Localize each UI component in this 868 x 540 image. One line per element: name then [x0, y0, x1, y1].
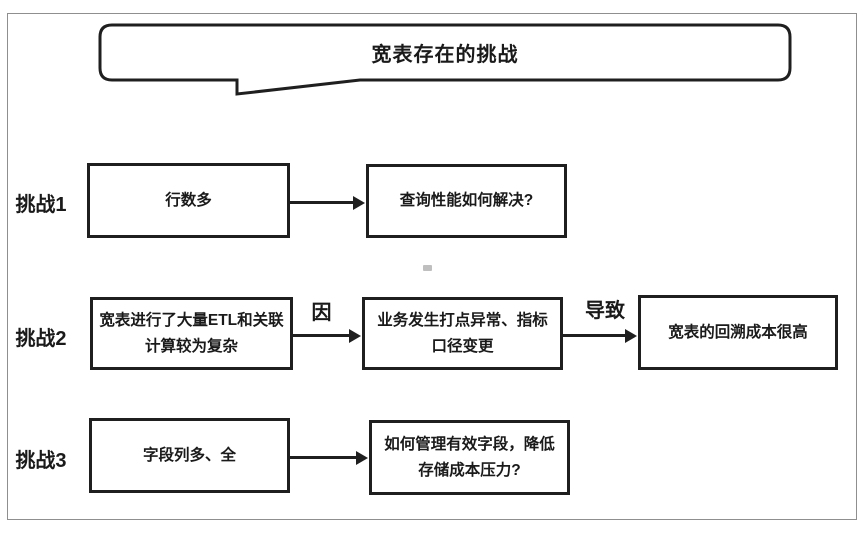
- row2-box-middle: 业务发生打点异常、指标 口径变更: [362, 297, 563, 370]
- row3-box-cause-text: 字段列多、全: [142, 446, 236, 464]
- row2-box-result-text: 宽表的回溯成本很高: [668, 323, 808, 341]
- row2-box-cause-line2: 计算较为复杂: [144, 337, 238, 355]
- row1-arrow: [290, 195, 365, 210]
- row2-box-cause-line1: 宽表进行了大量ETL和关联: [99, 311, 284, 329]
- row2-box-cause: 宽表进行了大量ETL和关联 计算较为复杂: [90, 297, 293, 370]
- row2-arrow2-label: 导致: [585, 300, 625, 322]
- row3-label: 挑战3: [15, 449, 67, 472]
- row1-box-cause-text: 行数多: [165, 191, 212, 209]
- row1-box-question: 查询性能如何解决?: [366, 164, 567, 238]
- row2-arrow2: [563, 328, 637, 343]
- row2-box-middle-line2: 口径变更: [431, 337, 494, 355]
- row1-label: 挑战1: [15, 193, 67, 216]
- row3-box-question: 如何管理有效字段，降低 存储成本压力?: [369, 420, 570, 495]
- smudge-artifact: [423, 265, 432, 271]
- row2-arrow1-label: 因: [311, 302, 332, 324]
- row2-box-result: 宽表的回溯成本很高: [638, 295, 838, 370]
- row1-box-question-text: 查询性能如何解决?: [399, 192, 534, 209]
- row3-arrow: [290, 450, 368, 465]
- row3-box-question-line1: 如何管理有效字段，降低: [384, 435, 555, 453]
- row3-box-cause: 字段列多、全: [89, 418, 290, 493]
- row1-box-cause: 行数多: [87, 163, 290, 238]
- row3-box-question-line2: 存储成本压力?: [418, 461, 521, 479]
- row2-box-middle-line1: 业务发生打点异常、指标: [377, 311, 548, 329]
- row2-label: 挑战2: [15, 327, 67, 350]
- diagram-title: 宽表存在的挑战: [371, 44, 519, 66]
- row2-arrow1: [293, 328, 361, 343]
